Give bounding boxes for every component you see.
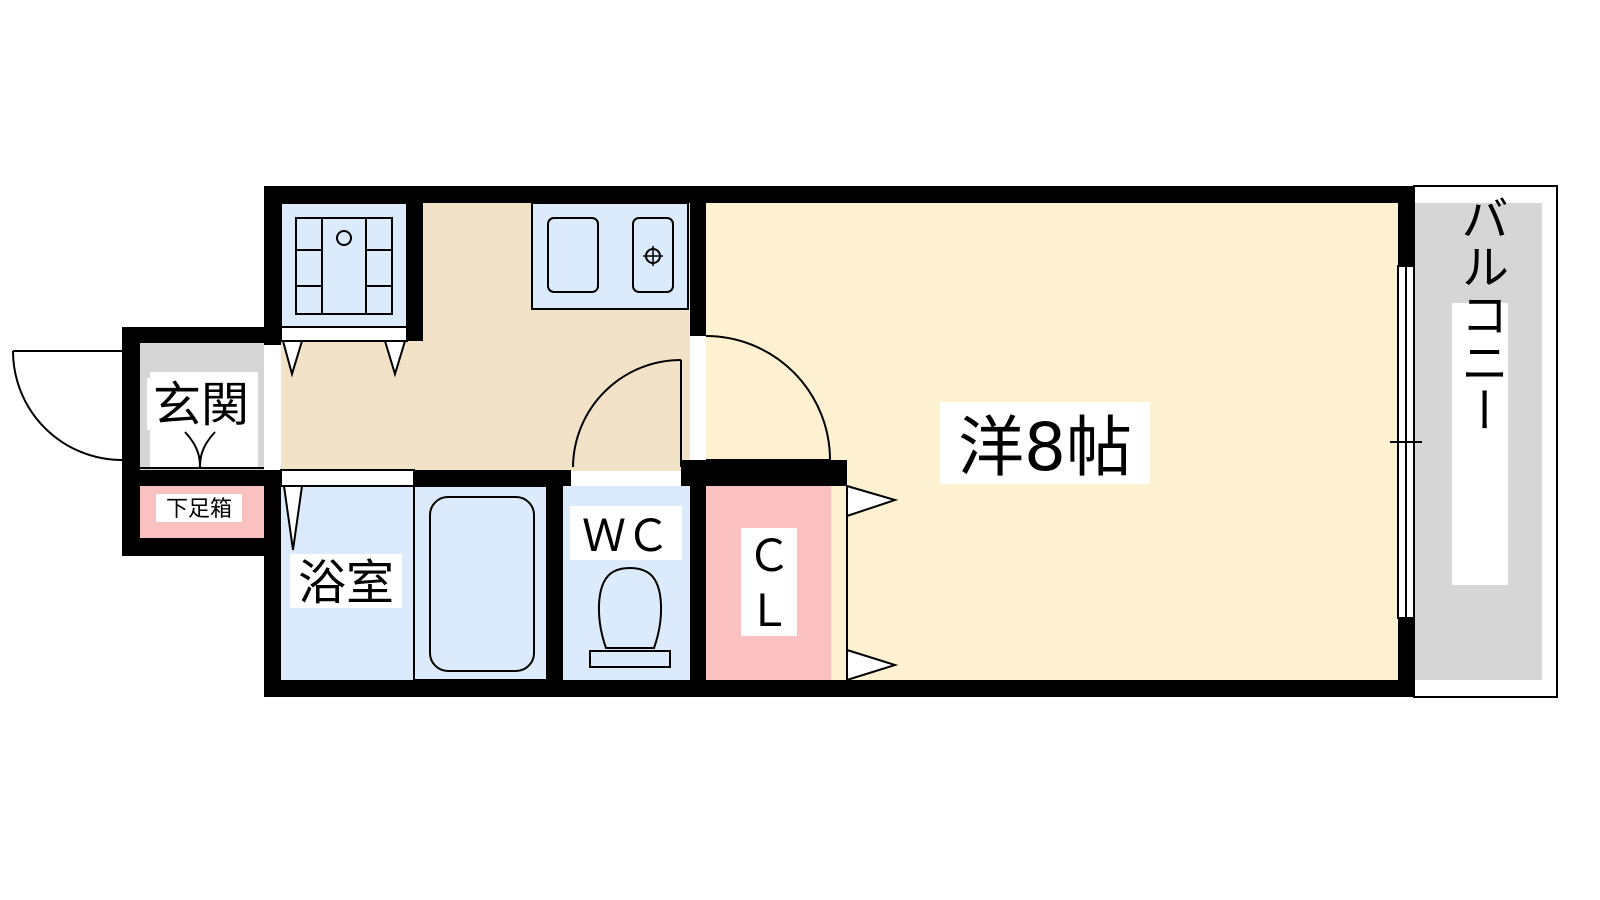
closet-label-bg: [741, 528, 797, 636]
bathroom-label: 浴室: [298, 555, 394, 611]
kitchen-counter-icon: [531, 202, 689, 310]
closet-folding-door-icon: [281, 340, 407, 378]
wc-door-icon: [572, 359, 682, 468]
entrance-step-icon: [140, 431, 264, 469]
entry-door-icon: [12, 350, 140, 461]
balcony-label: バルコニー: [1452, 194, 1508, 434]
shoe-box-label: 下足箱: [166, 497, 232, 522]
bathroom-label-bg: [290, 554, 402, 608]
western-label-bg: [940, 402, 1150, 484]
washer-icon: [280, 202, 408, 342]
entrance-label-bg: [147, 378, 255, 430]
walls: [122, 186, 1414, 697]
closet-label-c: Ｃ: [747, 531, 791, 582]
bathtub-icon: [413, 485, 548, 681]
closet-label-l: Ｌ: [747, 586, 791, 637]
wc-label: ＷＣ: [582, 511, 670, 562]
closet-door-icon: [846, 484, 899, 682]
western-room-label: 洋8帖: [958, 409, 1132, 486]
shoe-box-label-bg: [156, 494, 242, 522]
entrance-label: 玄関: [153, 377, 249, 433]
toilet-icon: [589, 567, 671, 668]
wc-label-bg: [570, 506, 682, 560]
balcony-label-bg: [1452, 303, 1508, 585]
